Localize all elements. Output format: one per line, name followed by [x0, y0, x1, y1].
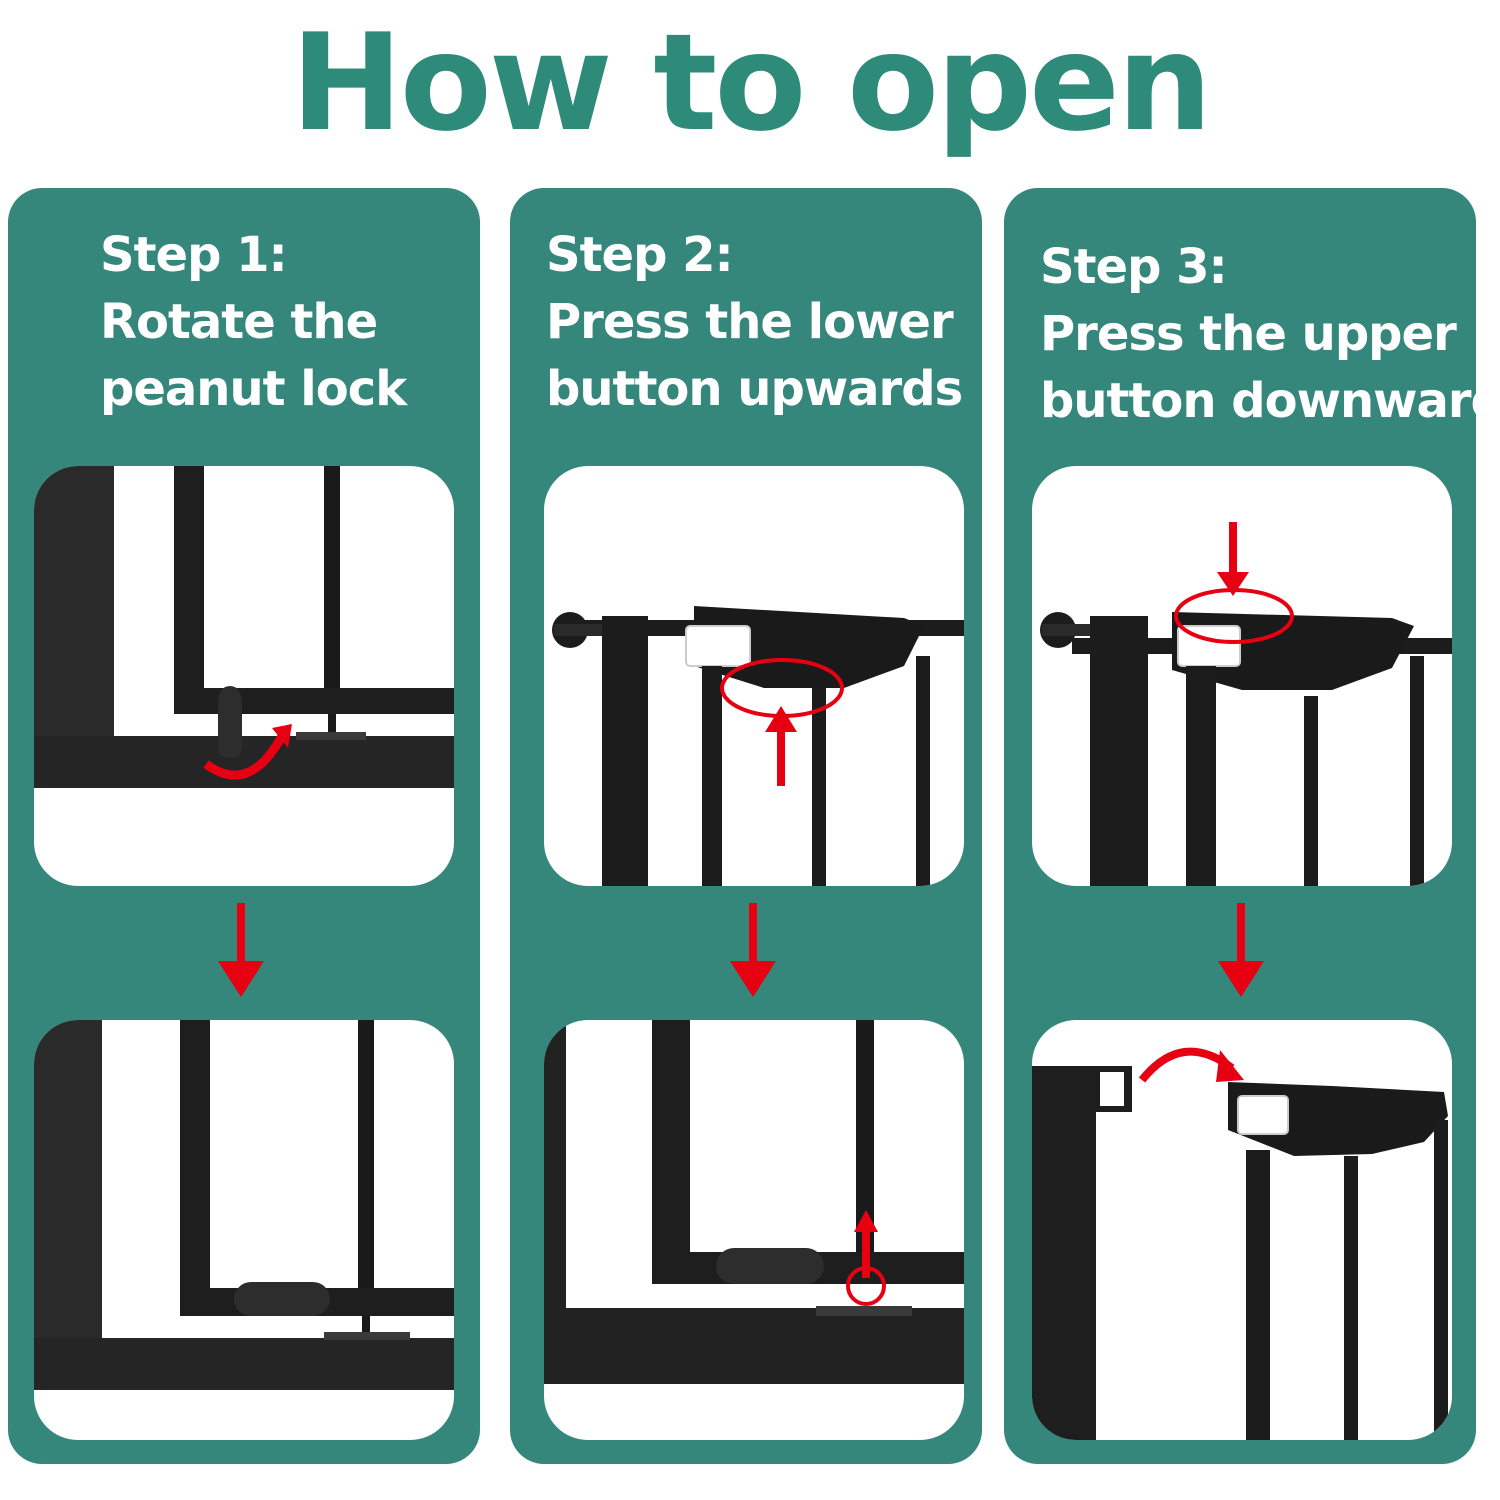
step-3-line-1: Press the upper	[1040, 306, 1457, 362]
pin-up-arrow-head	[854, 1210, 878, 1232]
peanut-lock	[716, 1248, 824, 1284]
step-2-panel: Step 2: Press the lower button upwards	[510, 188, 982, 1464]
gate-door-stile	[174, 466, 204, 714]
gate-bar-pin	[328, 714, 336, 732]
gate-frame-post	[1032, 1066, 1096, 1440]
gate-bar	[856, 1020, 874, 1252]
gate-bar	[324, 466, 340, 688]
gate-bar	[1304, 696, 1318, 886]
step-1-line-2: peanut lock	[100, 361, 407, 417]
rotate-arrow-head	[272, 724, 292, 748]
gate-bar	[812, 688, 826, 886]
step-1-before-photo	[34, 466, 454, 886]
gate-door-stile	[180, 1020, 210, 1316]
press-up-arrow	[777, 728, 785, 786]
page-title: How to open	[290, 5, 1213, 161]
gate-bar	[702, 666, 722, 886]
pin-up-arrow	[862, 1230, 870, 1278]
step-1-heading: Step 1: Rotate the peanut lock	[100, 222, 407, 423]
latch-button	[685, 625, 751, 667]
gate-bar	[1186, 666, 1216, 886]
step-2-after-photo	[544, 1020, 964, 1440]
gate-frame-post	[544, 1020, 566, 1380]
press-down-arrow-head	[1217, 572, 1249, 596]
gate-bar	[1434, 1120, 1448, 1440]
gate-bar	[1246, 1150, 1270, 1440]
gate-door-stile	[652, 1020, 690, 1284]
step-1-line-1: Rotate the	[100, 294, 378, 350]
step-2-heading: Step 2: Press the lower button upwards	[546, 222, 963, 423]
gate-bar	[358, 1020, 374, 1288]
latch-button	[1237, 1095, 1289, 1135]
press-up-arrow-head	[765, 706, 797, 732]
peanut-lock	[218, 686, 242, 758]
step-2-down-arrow-icon	[730, 903, 776, 997]
gate-frame-post	[34, 466, 114, 786]
step-3-after-photo	[1032, 1020, 1452, 1440]
latch-housing	[694, 606, 924, 688]
step-1-panel: Step 1: Rotate the peanut lock	[8, 188, 480, 1464]
gate-bar-pin	[362, 1316, 370, 1334]
step-1-after-photo	[34, 1020, 454, 1440]
step-1-label: Step 1:	[100, 227, 288, 283]
gate-floor-plate	[296, 732, 366, 740]
step-3-panel: Step 3: Press the upper button downwards	[1004, 188, 1500, 1464]
gate-frame-bottom-rail	[34, 736, 454, 788]
latch-receiver-slot	[1100, 1072, 1124, 1106]
peanut-lock	[234, 1282, 330, 1316]
step-2-before-photo	[544, 466, 964, 886]
gate-frame-bottom-rail	[544, 1308, 964, 1384]
gate-bar	[916, 656, 930, 886]
step-3-down-arrow-icon	[1218, 903, 1264, 997]
gate-frame-post	[34, 1020, 102, 1390]
step-3-line-2: button downwards	[1040, 373, 1500, 429]
gate-floor-plate	[816, 1306, 912, 1316]
step-2-label: Step 2:	[546, 227, 734, 283]
rotate-arrow	[203, 733, 286, 780]
gate-door-bottom-rail	[174, 688, 454, 714]
step-3-label: Step 3:	[1040, 239, 1228, 295]
swing-arrow-head	[1216, 1050, 1244, 1082]
gate-bar	[1410, 656, 1424, 886]
press-down-arrow	[1229, 522, 1237, 580]
step-2-line-2: button upwards	[546, 361, 963, 417]
step-3-heading: Step 3: Press the upper button downwards	[1040, 234, 1500, 435]
gate-frame-bottom-rail	[34, 1338, 454, 1390]
step-2-line-1: Press the lower	[546, 294, 954, 350]
pressure-spindle	[1042, 624, 1092, 636]
gate-floor-plate	[324, 1332, 410, 1340]
pressure-spindle	[554, 624, 604, 636]
gate-frame-post	[602, 616, 648, 886]
gate-frame-post	[1090, 616, 1148, 886]
step-3-before-photo	[1032, 466, 1452, 886]
step-1-down-arrow-icon	[218, 903, 264, 997]
gate-bar	[1344, 1156, 1358, 1440]
